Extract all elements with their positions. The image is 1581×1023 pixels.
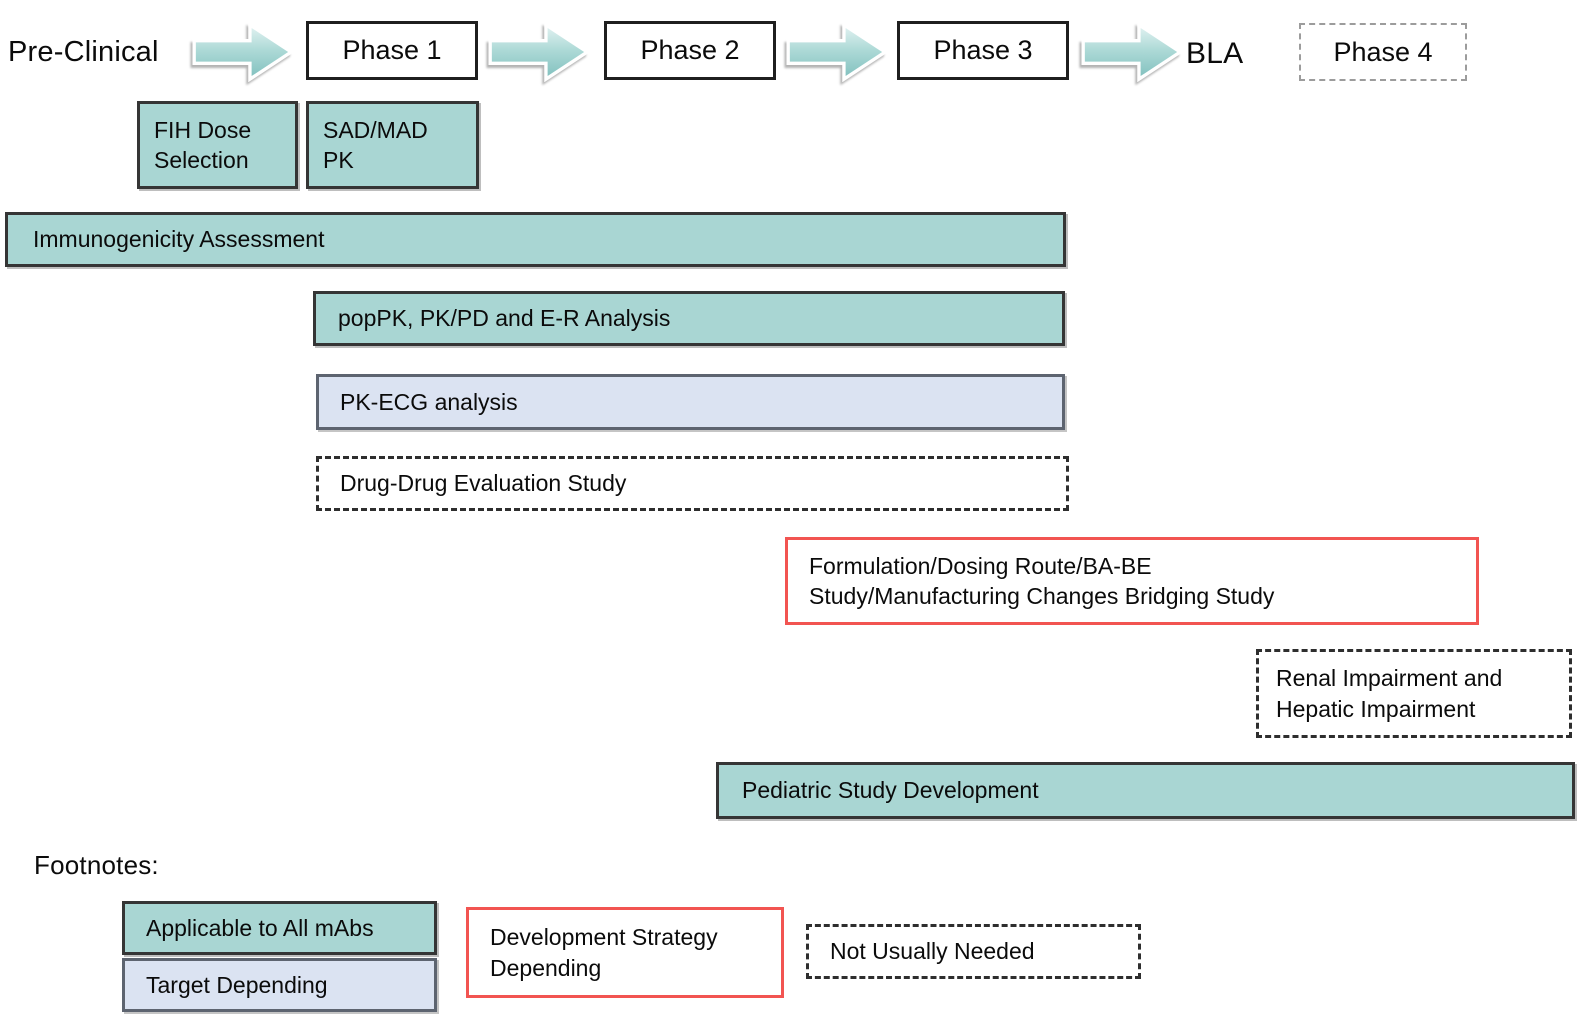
- legend-development-strategy-line1: Development Strategy: [490, 924, 718, 951]
- formulation-bridging-study-line1: Formulation/Dosing Route/BA-BE: [809, 552, 1152, 579]
- flow-arrow-icon: [192, 22, 292, 82]
- legend-not-usually-needed: Not Usually Needed: [806, 924, 1141, 979]
- phase3-label: Phase 3: [933, 35, 1033, 65]
- fih-dose-selection-line1: FIH Dose: [154, 116, 252, 143]
- phase1-label: Phase 1: [342, 35, 442, 65]
- flow-arrow-icon: [1081, 22, 1181, 82]
- fih-dose-selection-line2: Selection: [154, 147, 249, 173]
- formulation-bridging-study-line2: Study/Manufacturing Changes Bridging Stu…: [809, 583, 1275, 609]
- legend-applicable-all-mabs: Applicable to All mAbs: [122, 901, 437, 955]
- formulation-bridging-study-box: Formulation/Dosing Route/BA-BE Study/Man…: [785, 537, 1479, 625]
- renal-hepatic-impairment-line2: Hepatic Impairment: [1276, 695, 1476, 722]
- footnotes-heading: Footnotes:: [34, 850, 159, 880]
- poppk-pkpd-er-analysis-bar: popPK, PK/PD and E-R Analysis: [313, 291, 1065, 346]
- sad-mad-pk-box: SAD/MAD PK: [306, 101, 479, 189]
- legend-applicable-all-mabs-label: Applicable to All mAbs: [146, 914, 374, 941]
- preclinical-label: Pre-Clinical: [8, 36, 159, 68]
- fih-dose-selection-box: FIH Dose Selection: [137, 101, 298, 189]
- drug-drug-evaluation-study-bar: Drug-Drug Evaluation Study: [316, 456, 1069, 511]
- phase4-box: Phase 4: [1299, 23, 1467, 81]
- poppk-pkpd-er-analysis-label: popPK, PK/PD and E-R Analysis: [338, 305, 671, 332]
- pediatric-study-development-label: Pediatric Study Development: [742, 777, 1039, 804]
- legend-not-usually-needed-label: Not Usually Needed: [830, 938, 1035, 965]
- immunogenicity-assessment-label: Immunogenicity Assessment: [33, 226, 325, 253]
- pk-ecg-analysis-bar: PK-ECG analysis: [316, 374, 1065, 430]
- sad-mad-pk-line2: PK: [323, 147, 354, 173]
- legend-target-depending: Target Depending: [122, 958, 437, 1012]
- renal-hepatic-impairment-line1: Renal Impairment and: [1276, 665, 1503, 692]
- flow-arrow-icon: [488, 22, 588, 82]
- legend-target-depending-label: Target Depending: [146, 971, 328, 998]
- legend-development-strategy-depending: Development Strategy Depending: [466, 907, 784, 998]
- legend-development-strategy-line2: Depending: [490, 954, 602, 981]
- phase2-box: Phase 2: [604, 21, 776, 80]
- renal-hepatic-impairment-box: Renal Impairment and Hepatic Impairment: [1256, 649, 1572, 738]
- pk-ecg-analysis-label: PK-ECG analysis: [340, 388, 518, 415]
- immunogenicity-assessment-bar: Immunogenicity Assessment: [5, 212, 1066, 267]
- flow-arrow-icon: [786, 22, 886, 82]
- phase1-box: Phase 1: [306, 21, 478, 80]
- sad-mad-pk-line1: SAD/MAD: [323, 116, 428, 143]
- drug-drug-evaluation-study-label: Drug-Drug Evaluation Study: [340, 470, 627, 497]
- phase2-label: Phase 2: [640, 35, 740, 65]
- phase4-label: Phase 4: [1333, 36, 1433, 67]
- phase3-box: Phase 3: [897, 21, 1069, 80]
- bla-label: BLA: [1186, 37, 1244, 70]
- pediatric-study-development-bar: Pediatric Study Development: [716, 762, 1575, 819]
